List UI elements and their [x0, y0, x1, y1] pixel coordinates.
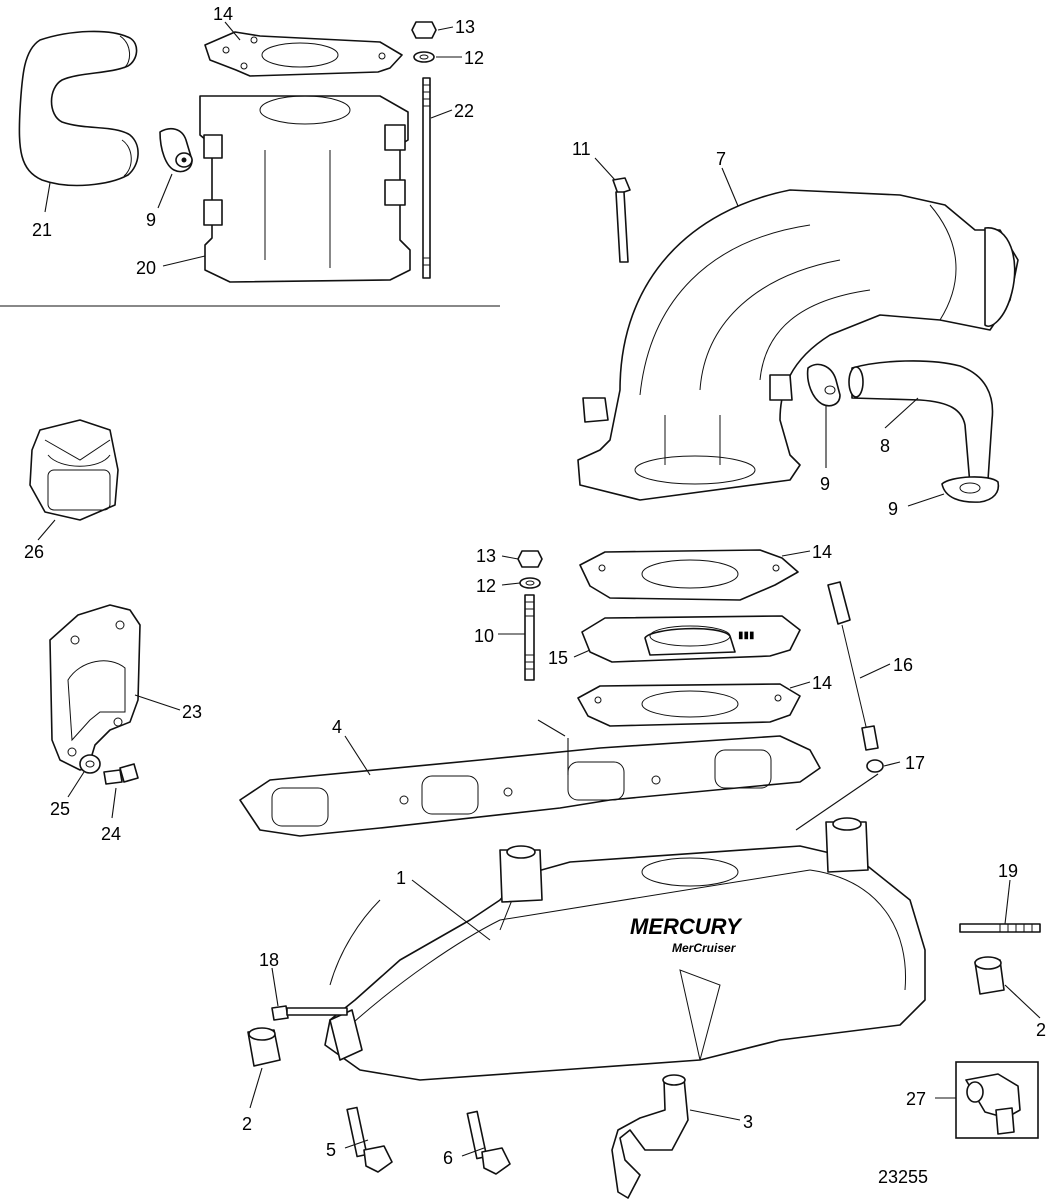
- callout-27: 27: [906, 1089, 926, 1109]
- callout-15: 15: [548, 648, 568, 668]
- part-27-elbow-fitting-box: [955, 1061, 1039, 1139]
- brand-logo-subtext: MerCruiser: [672, 941, 737, 955]
- part-5-bolt: [346, 1106, 393, 1173]
- part-9-clamp-b: [806, 363, 841, 407]
- part-12-washer-a: [413, 51, 435, 63]
- part-9-clamp-c: [941, 476, 1000, 503]
- part-1-exhaust-manifold: [324, 817, 926, 1081]
- part-8-hose: [848, 360, 994, 486]
- part-9-clamp-a: [159, 127, 193, 173]
- part-13-nut-b: [517, 550, 543, 568]
- callout-4: 4: [332, 717, 342, 737]
- part-14-gasket-c: [577, 683, 801, 727]
- part-2-plug-b: [974, 956, 1005, 995]
- part-16-sensor: [827, 581, 879, 751]
- callout-25: 25: [50, 799, 70, 819]
- callout-2: 2: [1036, 1020, 1046, 1040]
- part-7-exhaust-elbow: [577, 189, 1019, 501]
- callout-14: 14: [812, 542, 832, 562]
- part-14-gasket-b: [579, 549, 799, 601]
- callout-17: 17: [905, 753, 925, 773]
- part-26-flapper: [29, 419, 119, 521]
- callout-13: 13: [455, 17, 475, 37]
- callout-10: 10: [474, 626, 494, 646]
- part-6-bolt: [466, 1110, 511, 1175]
- part-23-plate: [49, 604, 141, 771]
- callout-5: 5: [326, 1140, 336, 1160]
- part-24-screw: [103, 763, 139, 785]
- part-12-washer-b: [519, 577, 541, 589]
- callout-22: 22: [454, 101, 474, 121]
- callout-6: 6: [443, 1148, 453, 1168]
- part-22-stud: [422, 77, 431, 279]
- part-2-plug-a: [247, 1027, 281, 1067]
- callout-20: 20: [136, 258, 156, 278]
- part-17-o-ring: [866, 759, 884, 773]
- callout-14: 14: [213, 4, 233, 24]
- part-18-bolt: [271, 1005, 348, 1021]
- brand-logo-text: MERCURY: [630, 914, 743, 939]
- callout-1: 1: [396, 868, 406, 888]
- part-14-gasket-a: [204, 31, 403, 77]
- callout-13: 13: [476, 546, 496, 566]
- callout-12: 12: [464, 48, 484, 68]
- part-3-fitting: [611, 1074, 689, 1199]
- gasket-marking: ▮▮▮: [738, 630, 755, 641]
- part-21-hose: [18, 30, 139, 187]
- part-15-gasket: ▮▮▮: [581, 615, 801, 663]
- callout-12: 12: [476, 576, 496, 596]
- part-25-washer: [79, 754, 101, 774]
- callout-11: 11: [572, 139, 591, 159]
- callout-3: 3: [743, 1112, 753, 1132]
- callout-26: 26: [24, 542, 44, 562]
- callout-18: 18: [259, 950, 279, 970]
- callout-9: 9: [146, 210, 156, 230]
- callout-9: 9: [888, 499, 898, 519]
- part-11-bolt: [612, 177, 631, 263]
- callout-19: 19: [998, 861, 1018, 881]
- callout-14: 14: [812, 673, 832, 693]
- callout-labels: 14 13 12 22 21 9 20 11 7 8 9 9 26 13 12 …: [24, 4, 1046, 1187]
- part-20-riser: [199, 95, 411, 283]
- diagram-id: 23255: [878, 1167, 928, 1187]
- callout-21: 21: [32, 220, 52, 240]
- callout-7: 7: [716, 149, 726, 169]
- part-4-manifold-gasket: [239, 735, 821, 837]
- part-19-stud: [959, 923, 1041, 933]
- callout-8: 8: [880, 436, 890, 456]
- callout-16: 16: [893, 655, 913, 675]
- callout-9: 9: [820, 474, 830, 494]
- callout-24: 24: [101, 824, 121, 844]
- part-10-stud: [524, 594, 535, 681]
- part-13-nut-a: [411, 21, 437, 39]
- callout-23: 23: [182, 702, 202, 722]
- callout-2: 2: [242, 1114, 252, 1134]
- leader-lines: [37, 21, 1041, 1157]
